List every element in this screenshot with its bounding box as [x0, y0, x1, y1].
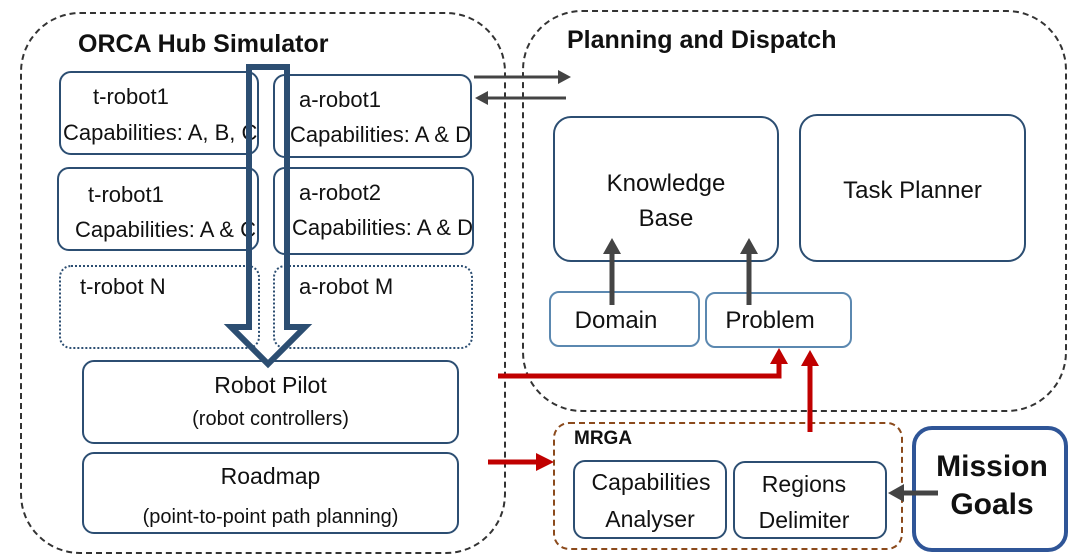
roadmap-box — [82, 452, 459, 534]
robot-box-a-robot1 — [273, 74, 472, 158]
mission-goals-line1: Mission — [936, 450, 1048, 483]
robot-capabilities: Capabilities: A & C — [75, 217, 256, 242]
planning-dispatch-title: Planning and Dispatch — [567, 26, 837, 54]
mission-goals-line2: Goals — [950, 488, 1034, 521]
roadmap-subtitle: (point-to-point path planning) — [142, 506, 399, 528]
knowledge-base-label-line2: Base — [638, 205, 694, 232]
robot-box-t-robot-n — [59, 265, 260, 349]
robot-pilot-subtitle: (robot controllers) — [192, 408, 349, 430]
knowledge-base-box — [553, 116, 779, 262]
robot-name: a-robot M — [299, 274, 394, 299]
robot-capabilities: Capabilities: A, B, C — [63, 120, 258, 145]
arrow-roadmap-to-mrga-head — [536, 453, 554, 471]
capabilities-analyser-line2: Analyser — [605, 506, 695, 532]
knowledge-base-label-line1: Knowledge — [606, 170, 726, 197]
robot-capabilities: Capabilities: A & D — [292, 215, 473, 240]
robot-name: t-robot N — [80, 274, 166, 299]
task-planner-box — [799, 114, 1026, 262]
robot-box-t-robot1-ac — [57, 167, 259, 251]
robot-name: a-robot1 — [299, 87, 381, 112]
regions-delimiter-box — [733, 461, 887, 539]
planning-dispatch-region — [522, 10, 1067, 412]
arrow-hub-to-planning-head — [558, 70, 571, 84]
task-planner-label: Task Planner — [843, 177, 982, 204]
domain-box — [549, 291, 700, 347]
robot-box-a-robot2 — [273, 167, 474, 255]
robot-name: t-robot1 — [88, 182, 164, 207]
robot-name: t-robot1 — [93, 84, 169, 109]
regions-delimiter-line1: Regions — [761, 471, 847, 497]
big-down-arrow — [223, 64, 313, 369]
arrow-pilot-to-problem-head — [770, 348, 788, 364]
arrow-problem-to-kb-head — [740, 238, 758, 254]
domain-label: Domain — [574, 307, 658, 334]
arrow-domain-to-kb-head — [603, 238, 621, 254]
capabilities-analyser-box — [573, 460, 727, 539]
orca-hub-title: ORCA Hub Simulator — [78, 30, 329, 58]
mrga-title: MRGA — [574, 428, 633, 449]
robot-box-t-robot1-abc — [59, 71, 259, 155]
capabilities-analyser-line1: Capabilities — [591, 469, 711, 495]
problem-box — [705, 292, 852, 348]
robot-pilot-title: Robot Pilot — [214, 372, 327, 398]
robot-capabilities: Capabilities: A & D — [290, 122, 471, 147]
problem-label: Problem — [725, 307, 815, 334]
robot-box-a-robot-m — [273, 265, 473, 349]
regions-delimiter-line2: Delimiter — [758, 507, 850, 533]
arrow-pilot-to-problem — [498, 361, 782, 379]
arrow-goals-to-regions-head — [888, 484, 904, 502]
arrow-regions-to-problem-head — [801, 350, 819, 366]
orca-hub-region — [20, 12, 506, 554]
robot-pilot-box — [82, 360, 459, 444]
roadmap-title: Roadmap — [220, 463, 321, 489]
arrow-planning-to-hub-head — [475, 91, 488, 105]
robot-name: a-robot2 — [299, 180, 381, 205]
mission-goals-box — [912, 426, 1068, 552]
